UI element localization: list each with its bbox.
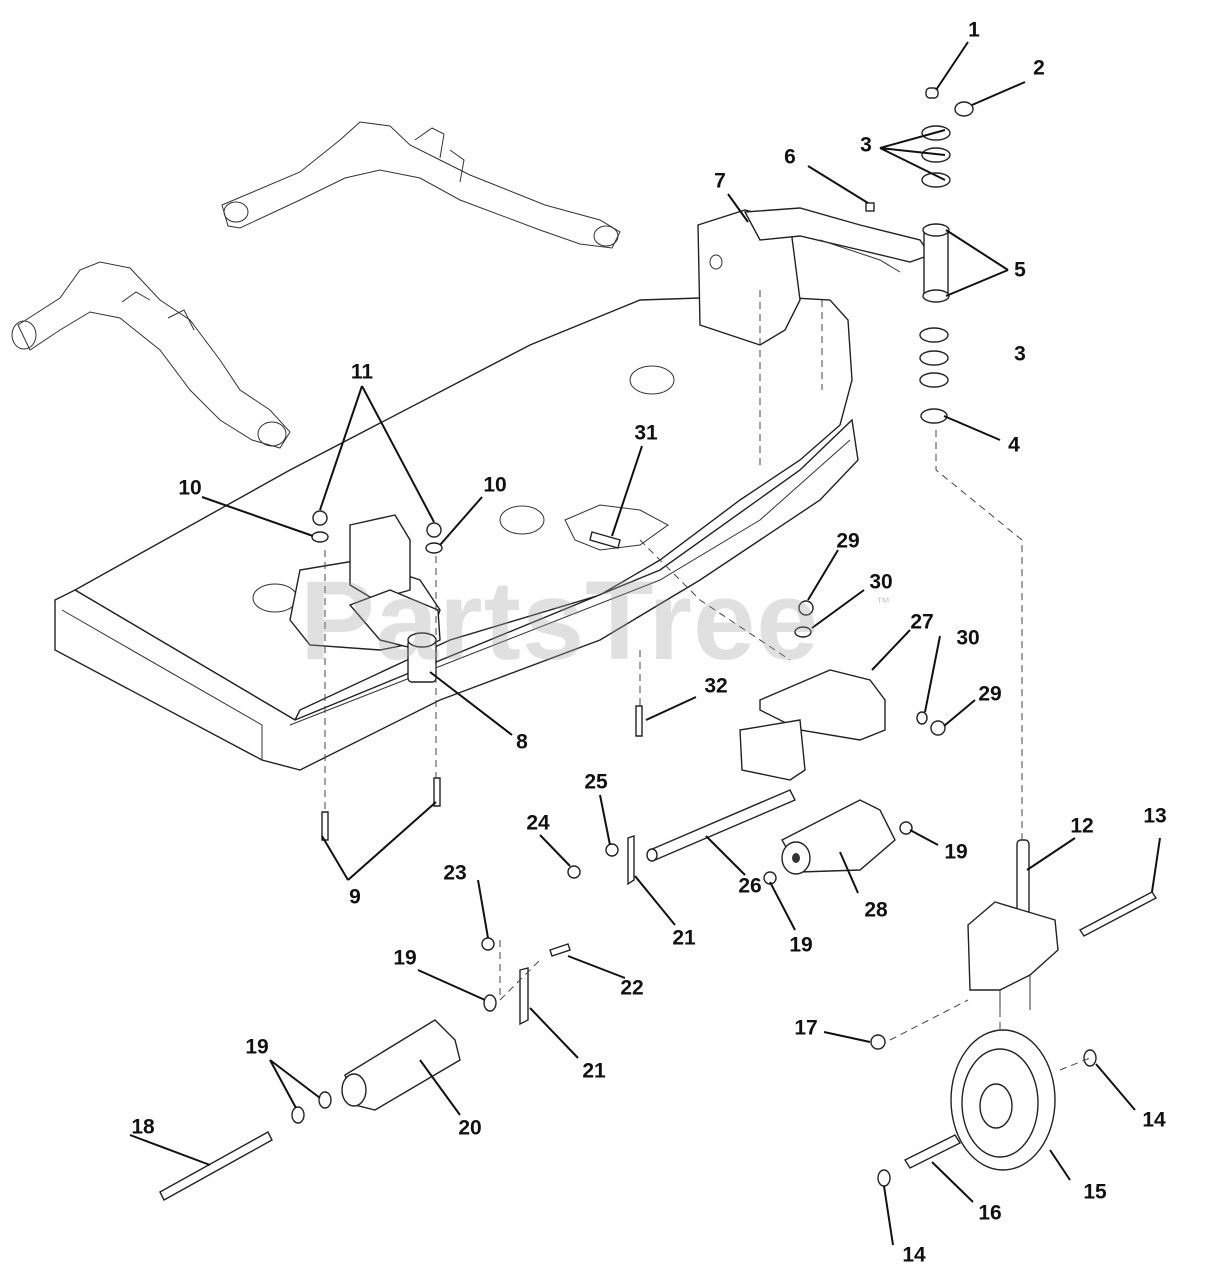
callout-32: 32 xyxy=(704,674,728,698)
lift-arm-lower xyxy=(11,261,291,449)
callout-30-upper: 30 xyxy=(869,570,893,594)
callout-17: 17 xyxy=(794,1016,818,1040)
callout-14-bottom: 14 xyxy=(902,1243,926,1267)
callout-12: 12 xyxy=(1070,814,1094,838)
callout-11: 11 xyxy=(350,360,374,384)
mower-deck xyxy=(54,295,859,771)
callout-19-upper-left: 19 xyxy=(393,946,417,970)
callout-8: 8 xyxy=(516,730,528,754)
watermark: PartsTree xyxy=(300,558,820,683)
callout-30-lower: 30 xyxy=(956,626,980,650)
callout-10-left: 10 xyxy=(178,476,202,500)
callout-23: 23 xyxy=(443,861,467,885)
callout-19-lower-left: 19 xyxy=(245,1035,269,1059)
callout-7: 7 xyxy=(714,169,726,193)
callout-3-lower: 3 xyxy=(1014,342,1026,366)
callout-5: 5 xyxy=(1014,258,1026,282)
caster-assembly xyxy=(870,839,1158,1187)
callout-20: 20 xyxy=(458,1116,482,1140)
hardware xyxy=(311,510,946,957)
assembly-lines xyxy=(324,290,1091,1071)
leader-lines xyxy=(129,41,1161,1246)
callout-28: 28 xyxy=(864,898,888,922)
callout-25: 25 xyxy=(584,770,608,794)
callout-6: 6 xyxy=(784,145,796,169)
callout-26: 26 xyxy=(738,874,762,898)
callout-19-right: 19 xyxy=(944,840,968,864)
callout-22: 22 xyxy=(620,976,644,1000)
callout-9: 9 xyxy=(349,885,361,909)
callout-2: 2 xyxy=(1033,56,1045,80)
spindle-stack xyxy=(865,87,974,424)
front-roller xyxy=(159,835,635,1201)
deck-bracket xyxy=(289,514,441,683)
callout-13: 13 xyxy=(1143,804,1167,828)
upper-mount xyxy=(697,207,932,346)
callout-29-lower: 29 xyxy=(978,682,1002,706)
callout-10-right: 10 xyxy=(483,473,507,497)
lift-arm-upper xyxy=(221,121,621,249)
callout-29-upper: 29 xyxy=(836,529,860,553)
callout-24: 24 xyxy=(526,811,550,835)
callout-1: 1 xyxy=(968,18,980,42)
callout-14-right: 14 xyxy=(1142,1108,1166,1132)
callout-19-middle: 19 xyxy=(789,933,813,957)
callout-21-upper: 21 xyxy=(672,926,696,950)
callout-4: 4 xyxy=(1008,433,1020,457)
callout-16: 16 xyxy=(978,1201,1002,1225)
callout-3-upper: 3 xyxy=(860,133,872,157)
trademark-mark: ™ xyxy=(876,594,890,610)
callout-21-lower: 21 xyxy=(582,1059,606,1083)
roller-bracket xyxy=(646,669,913,885)
callout-31: 31 xyxy=(634,421,658,445)
callout-15: 15 xyxy=(1083,1180,1107,1204)
callout-27: 27 xyxy=(910,610,934,634)
callout-18: 18 xyxy=(131,1115,155,1139)
